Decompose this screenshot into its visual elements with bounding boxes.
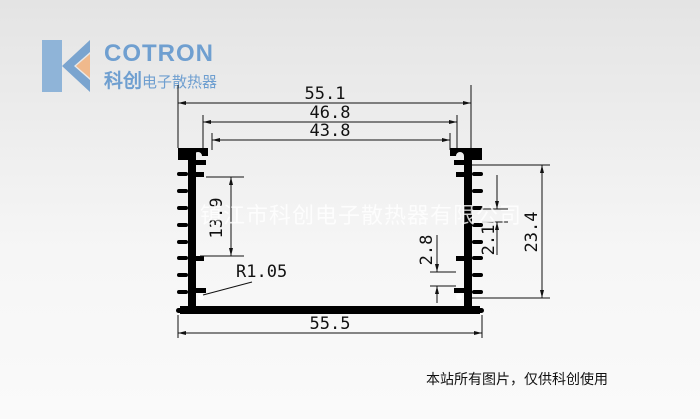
dim-slot-gap-inner: 2.8	[417, 235, 437, 266]
dimension-lines	[177, 85, 550, 338]
watermark: 镇江市科创电子散热器有限公司	[200, 203, 523, 228]
dim-inner-top-width: 46.8	[310, 103, 351, 123]
dim-overall-top-width: 55.1	[305, 84, 346, 104]
dim-overall-height: 23.4	[522, 212, 542, 253]
dim-slot-gap-right: 2.1	[479, 225, 499, 256]
footer-notice: 本站所有图片，仅供科创使用	[426, 371, 608, 387]
dim-inner-width: 43.8	[310, 121, 351, 141]
logo-brand-cn: 科创电子散热器	[104, 71, 218, 92]
dim-radius: R1.05	[236, 262, 287, 282]
dim-inner-height: 13.9	[207, 198, 227, 239]
dim-bottom-width: 55.5	[310, 314, 351, 334]
heatsink-profile	[176, 148, 484, 314]
logo-brand-en: COTRON	[104, 40, 214, 67]
logo-mark-icon	[42, 40, 90, 92]
